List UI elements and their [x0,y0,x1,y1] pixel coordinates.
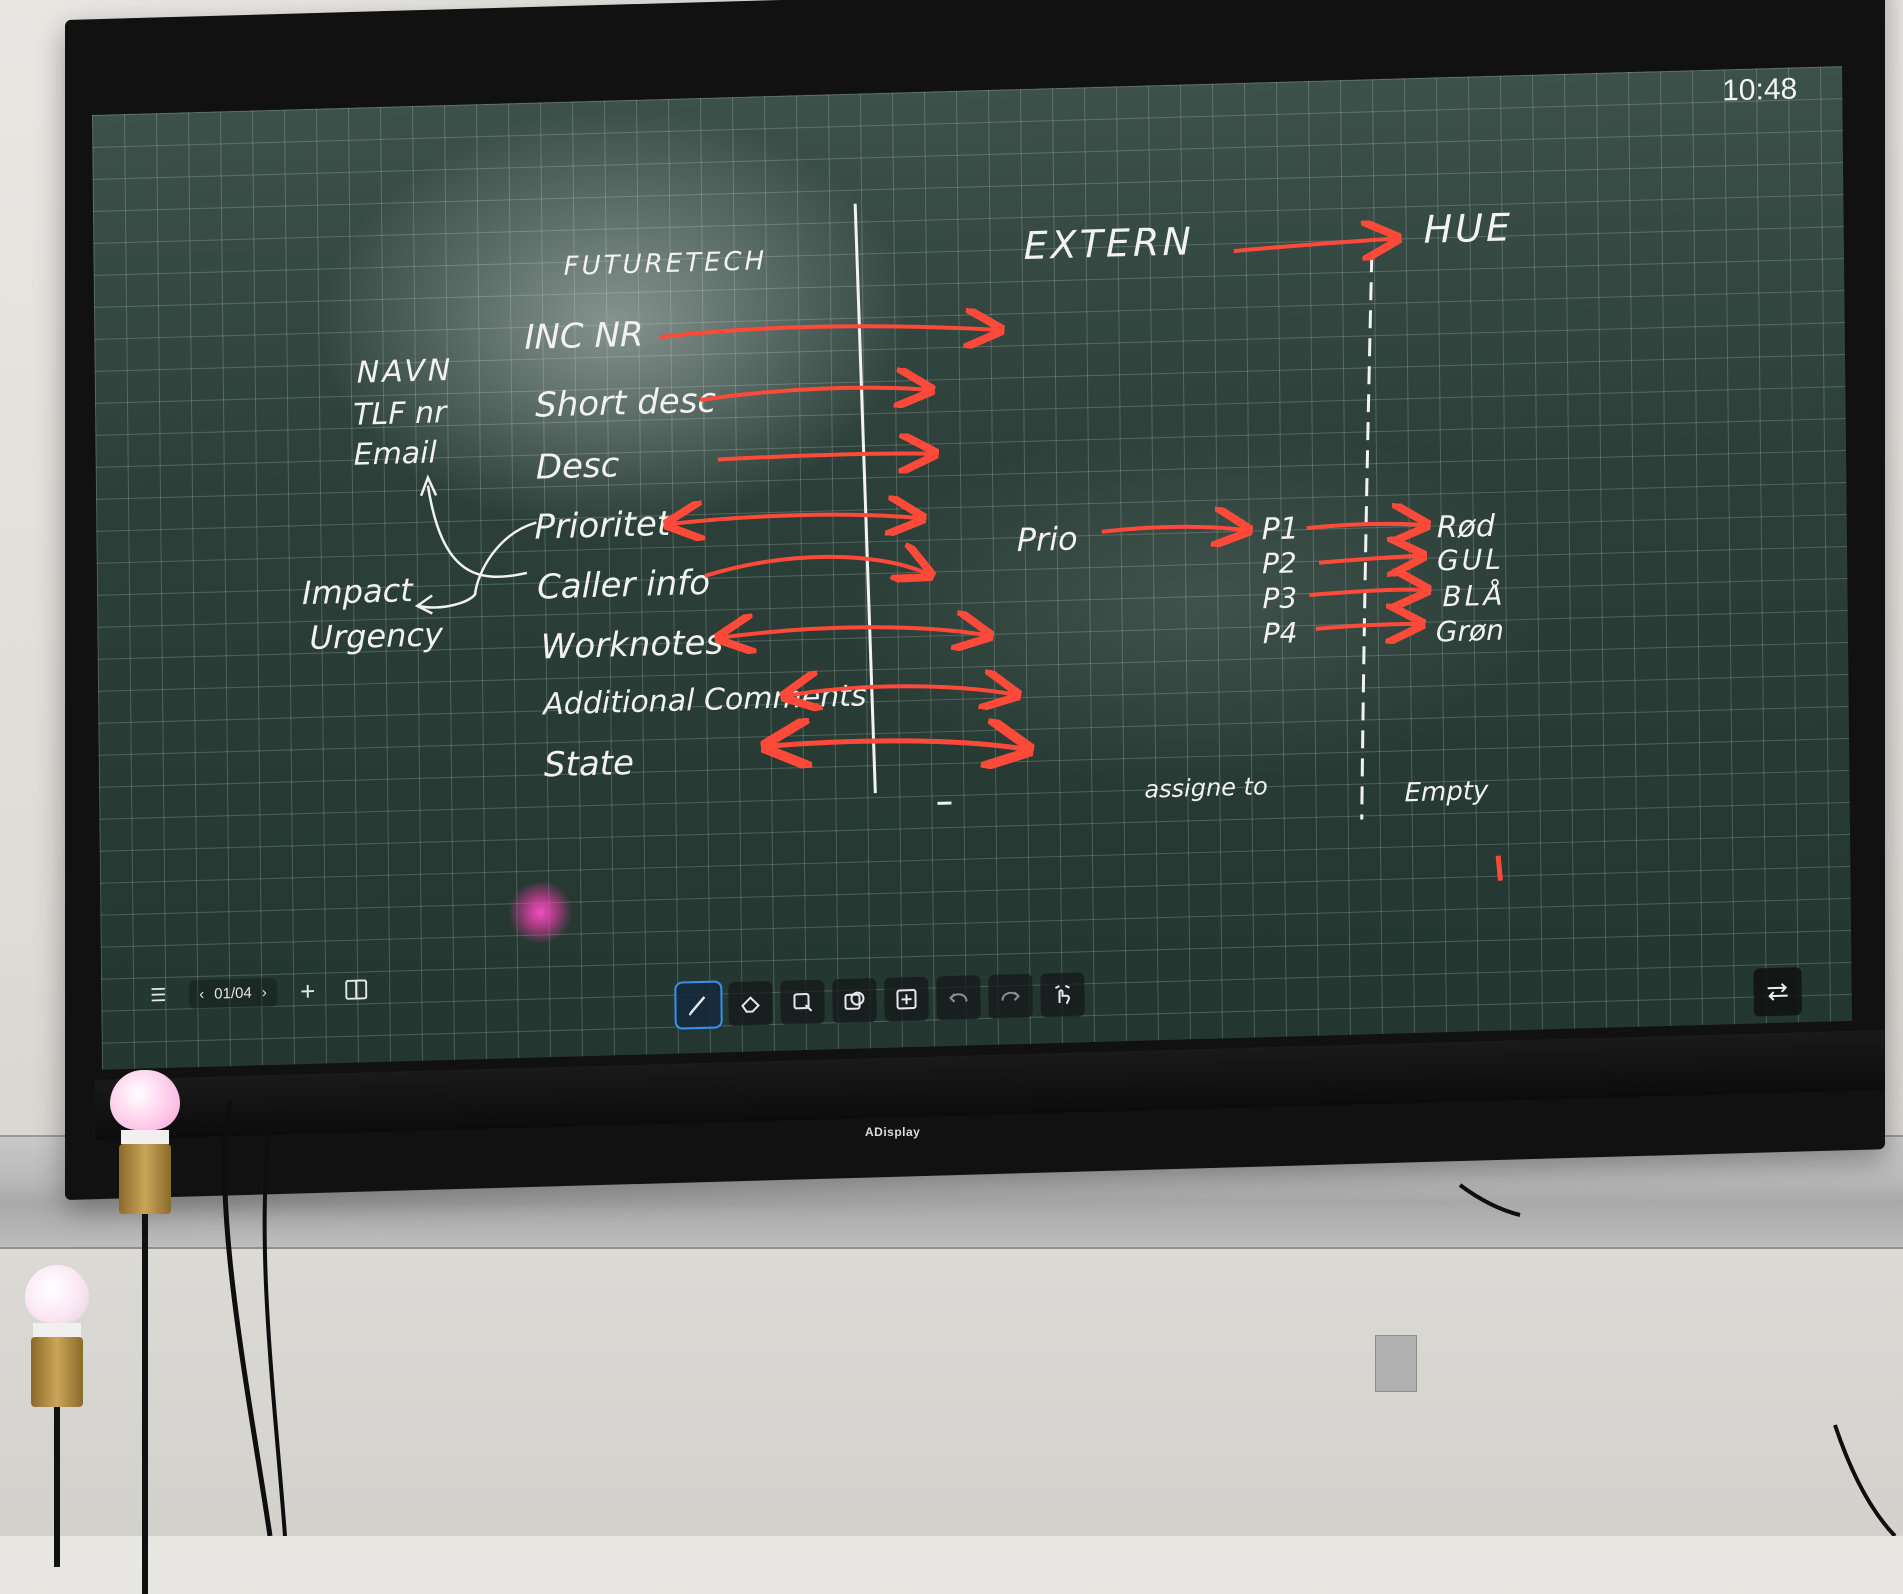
arrow-short-desc [700,386,927,400]
smart-bulb-front [110,1070,180,1594]
rail-joint [1375,1335,1417,1392]
arrow-prio [1102,525,1245,534]
smart-bulb-back [25,1265,89,1567]
swap-icon[interactable] [1753,967,1802,1016]
page-overview-icon[interactable] [339,972,373,1007]
prev-page-icon[interactable]: ‹ [199,985,204,1002]
dashed-divider-line [1356,254,1378,819]
column-divider-line [855,203,875,793]
arrow-inc-nr [659,322,996,339]
add-page-icon[interactable]: + [291,974,325,1009]
arrow-caller-info [705,554,927,580]
arrow-worknotes [723,624,986,643]
gesture-icon[interactable] [1040,972,1084,1017]
insert-icon[interactable] [884,977,928,1022]
display-brand-logo: ADisplay [865,1125,920,1139]
menu-icon[interactable]: ☰ [141,978,175,1013]
arrow-extern-hue [1234,239,1394,251]
arrow-prioritet [671,512,918,525]
red-tick-mark [1498,856,1500,881]
page-indicator: 01/04 [214,984,252,1002]
arrow-additional-comments [788,683,1013,701]
arrow-desc [718,452,931,459]
arrow-p1 [1307,523,1423,528]
select-icon[interactable] [780,980,824,1025]
shapes-icon[interactable] [832,978,876,1023]
wall-lower [0,1245,1903,1536]
arrow-p4 [1316,624,1418,629]
connector-prioritet-to-impact [418,523,537,608]
page-navigator: ‹ 01/04 › [189,977,277,1008]
pen-icon[interactable] [676,982,720,1027]
whiteboard-screen[interactable]: 10:48 FUTURETECH EXTERN HUE INC NR Short… [92,66,1852,1070]
undo-icon[interactable] [936,975,980,1020]
redo-icon[interactable] [988,974,1032,1019]
page-toolbar: ☰ ‹ 01/04 › + [141,972,373,1012]
ink-strokes [92,66,1852,1070]
connector-caller-to-details [428,483,527,579]
eraser-icon[interactable] [728,981,772,1026]
arrow-state [771,737,1024,756]
arrow-p2 [1319,556,1419,563]
next-page-icon[interactable]: › [262,984,267,1001]
